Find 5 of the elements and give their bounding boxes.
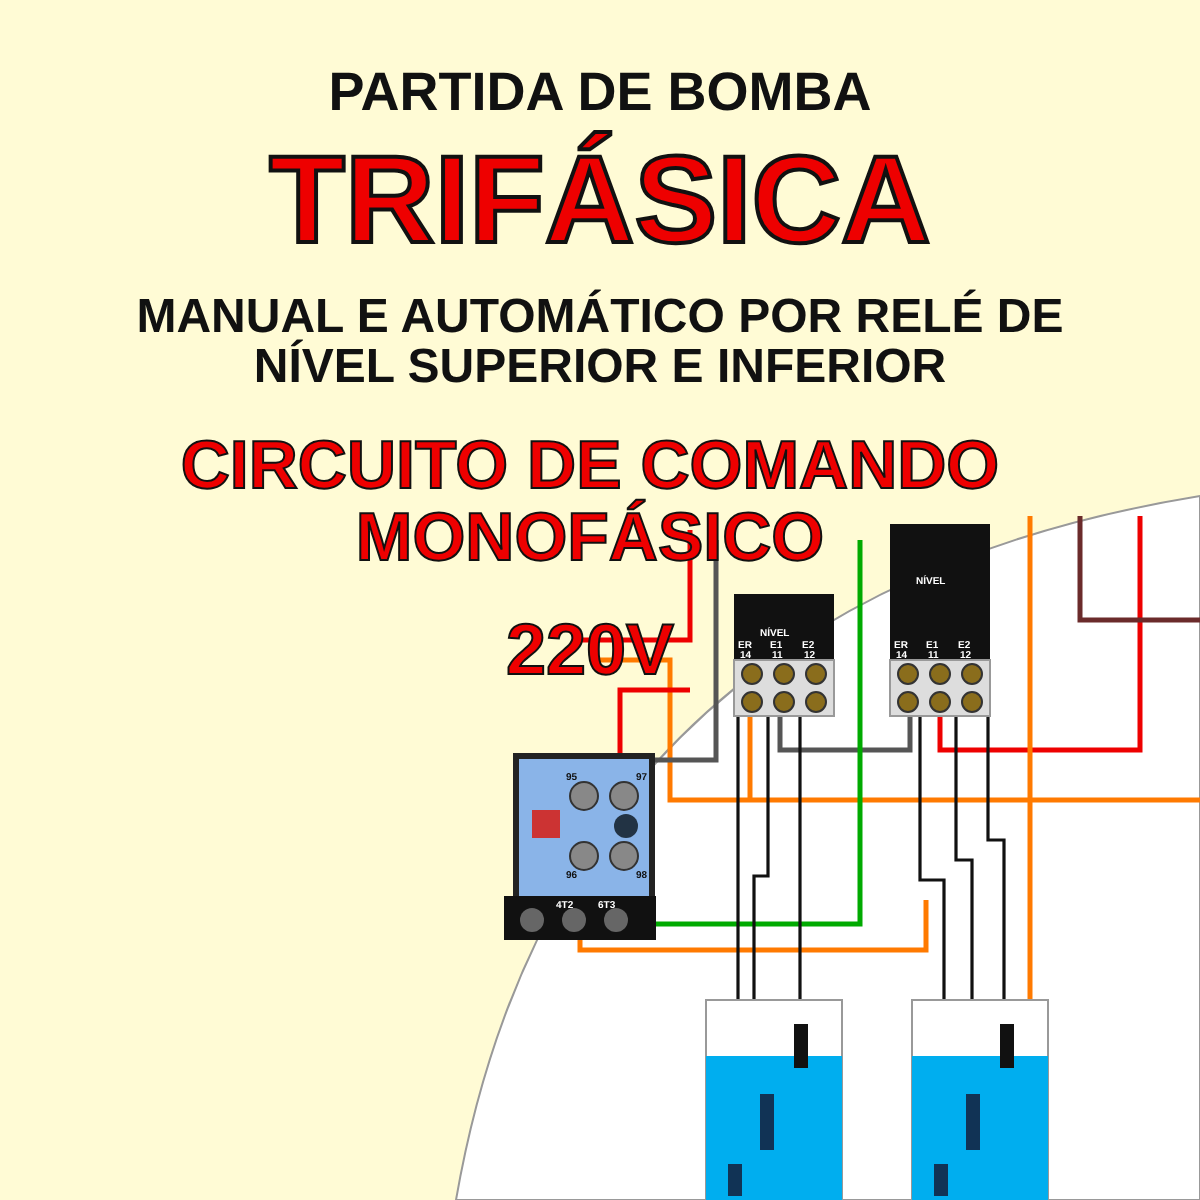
- subheading-text: CIRCUITO DE COMANDO MONOFÁSICO: [178, 432, 1002, 575]
- subtitle-text: MANUAL E AUTOMÁTICO POR RELÉ DE NÍVEL SUPERIOR E INFERIOR: [134, 292, 1066, 393]
- voltage-text: 220V: [503, 612, 677, 688]
- title-text: PARTIDA DE BOMBA: [326, 64, 874, 121]
- heading-text: TRIFÁSICA: [267, 136, 933, 267]
